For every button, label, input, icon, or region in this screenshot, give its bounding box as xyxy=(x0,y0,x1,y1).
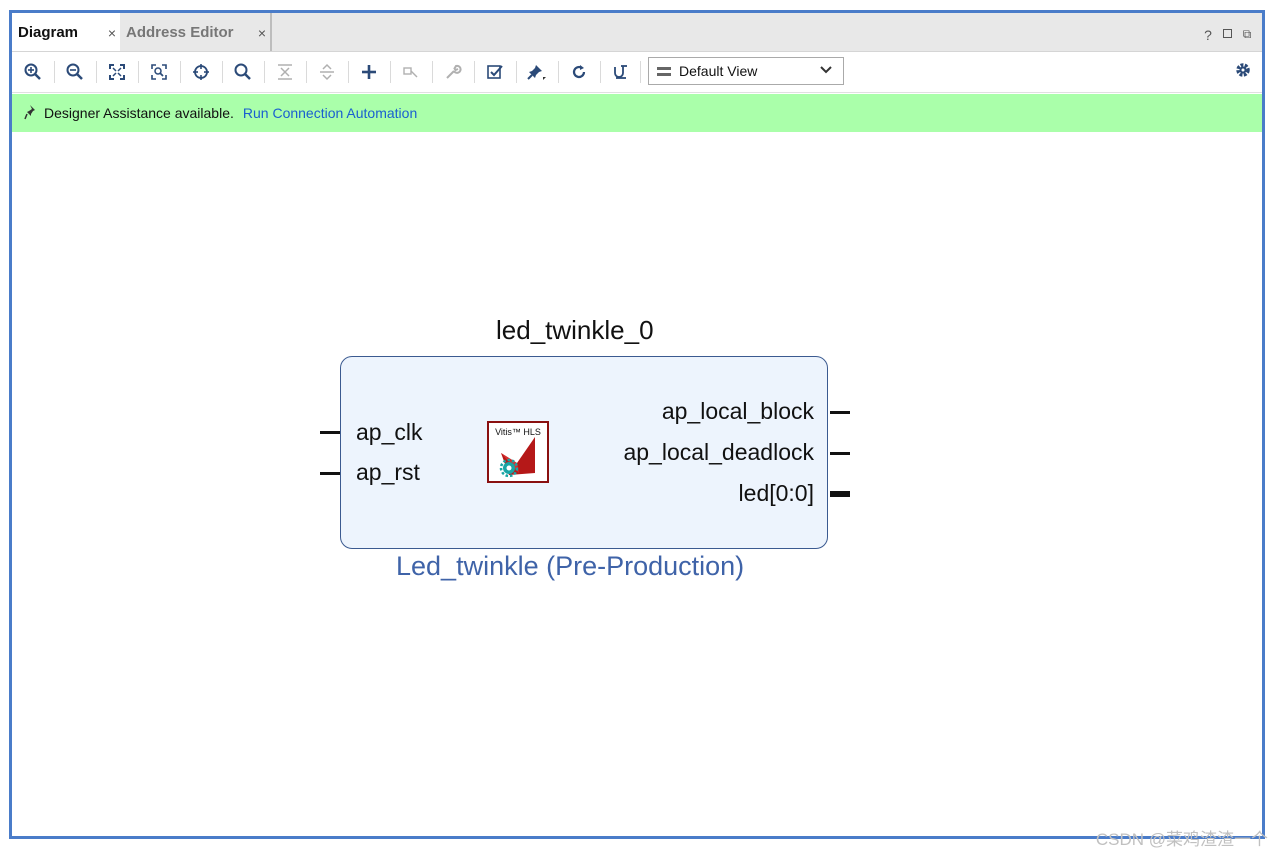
help-icon[interactable]: ? xyxy=(1204,27,1212,43)
collapse-icon[interactable] xyxy=(274,62,296,82)
list-icon xyxy=(657,66,671,76)
view-select[interactable]: Default View xyxy=(648,57,844,85)
watermark: CSDN @菜鸡渣渣一个 xyxy=(1095,830,1268,849)
banner-message: Designer Assistance available. xyxy=(44,105,234,121)
validate-icon[interactable] xyxy=(484,62,506,82)
crosshair-icon[interactable] xyxy=(190,62,212,82)
vitis-hls-logo: Vitis™ HLS xyxy=(487,421,549,483)
tab-label: Diagram xyxy=(18,23,79,41)
pin-icon[interactable] xyxy=(526,62,548,82)
close-icon[interactable]: × xyxy=(257,25,266,41)
maximize-icon[interactable] xyxy=(1223,29,1232,38)
connection-icon[interactable] xyxy=(400,62,422,82)
output-pin[interactable] xyxy=(830,452,850,455)
port-led: led[0:0] xyxy=(738,480,814,506)
zoom-area-icon[interactable] xyxy=(148,62,170,82)
tab-address-editor[interactable]: Address Editor × xyxy=(120,13,272,51)
input-pin[interactable] xyxy=(320,431,340,434)
zoom-fit-icon[interactable] xyxy=(106,62,128,82)
output-bus-pin[interactable] xyxy=(830,491,850,497)
view-select-value: Default View xyxy=(679,63,758,79)
plus-icon[interactable] xyxy=(358,62,380,82)
chevron-down-icon xyxy=(819,62,833,80)
zoom-out-icon[interactable] xyxy=(64,62,86,82)
logo-text: Vitis™ HLS xyxy=(495,427,541,437)
ip-block[interactable] xyxy=(340,356,828,549)
wrench-icon[interactable] xyxy=(442,62,464,82)
hls-logo-icon xyxy=(499,437,535,478)
port-ap-local-deadlock: ap_local_deadlock xyxy=(623,439,814,465)
input-pin[interactable] xyxy=(320,472,340,475)
block-instance-name: led_twinkle_0 xyxy=(496,315,654,345)
port-ap-rst: ap_rst xyxy=(356,459,420,485)
tab-bar: Diagram × Address Editor × ? ⧉ xyxy=(12,13,1262,52)
window-controls: ? ⧉ xyxy=(1201,27,1254,43)
tab-label: Address Editor xyxy=(126,23,234,41)
diagram-toolbar: Default View xyxy=(12,52,1262,93)
block-type-label: Led_twinkle (Pre-Production) xyxy=(396,551,745,581)
diagram-window: Diagram × Address Editor × ? ⧉ xyxy=(9,10,1265,839)
diagram-canvas[interactable]: led_twinkle_0 ap_clk ap_rst ap_local_blo… xyxy=(12,133,1262,836)
close-icon[interactable]: × xyxy=(107,25,116,41)
expand-icon[interactable] xyxy=(316,62,338,82)
gear-icon[interactable] xyxy=(1234,61,1252,84)
refresh-icon[interactable] xyxy=(568,62,590,82)
tab-diagram[interactable]: Diagram × xyxy=(12,13,120,51)
search-icon[interactable] xyxy=(232,62,254,82)
zoom-in-icon[interactable] xyxy=(22,62,44,82)
port-ap-clk: ap_clk xyxy=(356,419,423,445)
pin-icon xyxy=(24,104,36,123)
route-icon[interactable] xyxy=(610,62,632,82)
float-icon[interactable]: ⧉ xyxy=(1242,27,1252,41)
run-connection-automation-link[interactable]: Run Connection Automation xyxy=(242,105,418,121)
port-ap-local-block: ap_local_block xyxy=(661,398,814,424)
output-pin[interactable] xyxy=(830,411,850,414)
designer-assistance-banner: Designer Assistance available. Run Conne… xyxy=(12,94,1262,132)
